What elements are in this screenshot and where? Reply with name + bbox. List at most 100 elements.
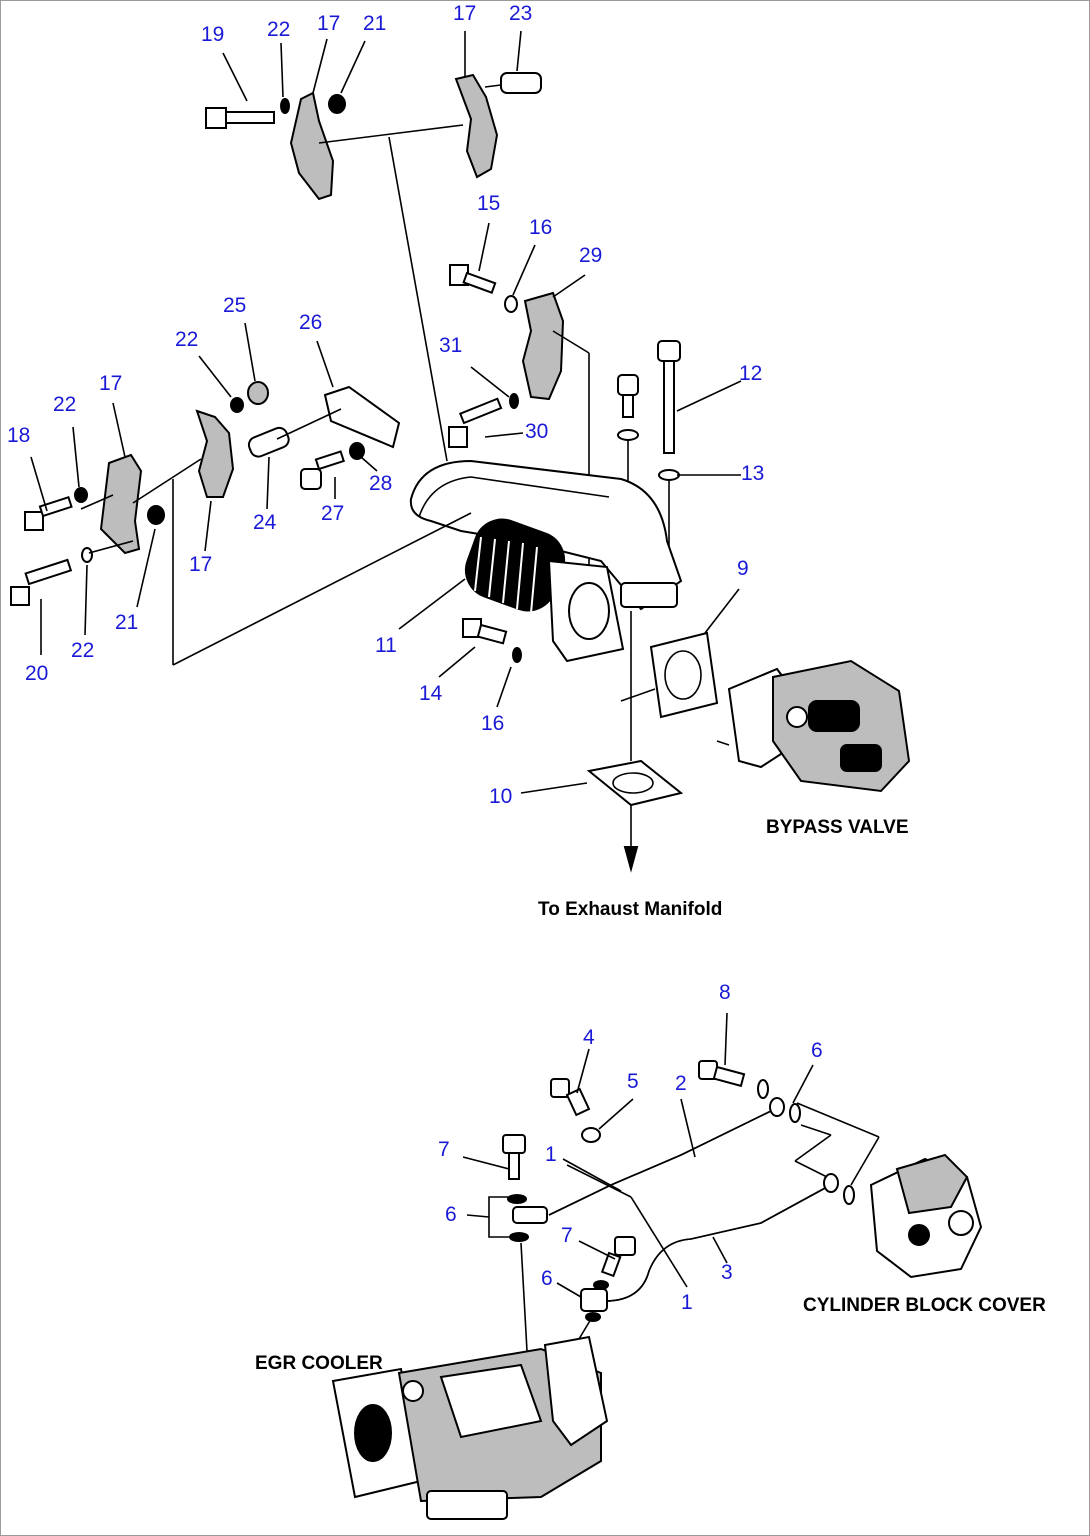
exhaust-arrow-icon — [623, 846, 639, 873]
callout-28: 28 — [369, 472, 392, 495]
callout-6: 6 — [541, 1267, 553, 1290]
callout-numbers: 19 22 17 21 17 23 15 16 29 25 26 22 31 1… — [7, 2, 823, 1314]
part-26-plate — [323, 385, 401, 449]
callout-10: 10 — [489, 785, 512, 808]
part-7-bolt-lower — [600, 1236, 636, 1278]
part-16-washer-lower — [512, 647, 522, 663]
part-14-bolt — [462, 618, 508, 645]
callout-17: 17 — [189, 553, 212, 576]
part-9-gasket — [649, 631, 719, 719]
part-12-long-bolt — [657, 340, 681, 454]
callout-23: 23 — [509, 2, 532, 25]
egr-cooler-body — [331, 1335, 609, 1520]
part-7-bolt-upper — [502, 1134, 526, 1180]
callout-21: 21 — [115, 611, 138, 634]
part-22-washer-left-lower — [81, 547, 93, 563]
callout-22: 22 — [267, 18, 290, 41]
caption-cylinder-block-cover: CYLINDER BLOCK COVER — [803, 1295, 1046, 1316]
part-13-washer — [658, 469, 680, 481]
upper-leader-lines — [30, 30, 742, 794]
callout-5: 5 — [627, 1070, 639, 1093]
callout-22: 22 — [175, 328, 198, 351]
part-6-washer-a — [507, 1194, 527, 1204]
callout-27: 27 — [321, 502, 344, 525]
part-19-bolt — [205, 107, 275, 129]
callout-9: 9 — [737, 557, 749, 580]
fitting-elbow — [512, 1206, 548, 1224]
part-24-spacer — [247, 426, 290, 458]
part-17-clamp-top-left — [289, 91, 335, 201]
caption-egr-cooler: EGR COOLER — [255, 1353, 383, 1374]
callout-16: 16 — [529, 216, 552, 239]
part-17-clamp-top-right — [454, 73, 499, 179]
part-21-nut-left — [147, 505, 165, 525]
callout-6: 6 — [811, 1039, 823, 1062]
part-21-nut-top — [328, 94, 346, 114]
callout-22: 22 — [71, 639, 94, 662]
bracket-6-left — [488, 1196, 509, 1238]
caption-exhaust-manifold: To Exhaust Manifold — [538, 899, 722, 920]
callout-13: 13 — [741, 462, 764, 485]
part-29-bracket — [521, 291, 565, 401]
part-28-nut — [349, 442, 365, 460]
part-17-clamp-left — [99, 453, 143, 555]
lower-leader-lines — [462, 1012, 814, 1298]
part-27-bolt — [300, 450, 345, 490]
callout-24: 24 — [253, 511, 277, 534]
callout-7: 7 — [561, 1224, 573, 1247]
callout-17: 17 — [99, 372, 122, 395]
flange-bolt — [617, 374, 639, 418]
part-23-spacer — [484, 72, 542, 94]
callout-17: 17 — [317, 12, 340, 35]
part-15-bolt — [449, 264, 497, 294]
callout-31: 31 — [439, 334, 462, 357]
callout-29: 29 — [579, 244, 602, 267]
part-17-clamp-mid — [195, 409, 235, 498]
caption-bypass-valve: BYPASS VALVE — [766, 817, 909, 838]
part-22-washer-left-upper — [74, 487, 88, 503]
part-22-washer-mid — [230, 397, 244, 413]
cylinder-block-cover — [869, 1153, 983, 1279]
clamp-link-line — [318, 124, 464, 144]
part-16-washer-top — [504, 295, 518, 313]
part-25-nut — [247, 381, 269, 405]
callout-3: 3 — [721, 1261, 733, 1284]
callout-14: 14 — [419, 682, 443, 705]
part-10-gasket — [586, 759, 684, 807]
part-6-gasket-upper — [757, 1079, 769, 1099]
callout-16: 16 — [481, 712, 504, 735]
callout-22: 22 — [53, 393, 76, 416]
part-8-bolt — [698, 1060, 746, 1088]
callout-1: 1 — [545, 1143, 557, 1166]
part-20-bolt — [10, 558, 73, 606]
callout-7: 7 — [438, 1138, 450, 1161]
part-5-washer — [581, 1127, 601, 1143]
part-11-exhaust-tube — [409, 459, 683, 663]
callout-12: 12 — [739, 362, 762, 385]
callout-1: 1 — [681, 1291, 693, 1314]
callout-30: 30 — [525, 420, 548, 443]
callout-18: 18 — [7, 424, 30, 447]
callout-11: 11 — [375, 634, 397, 657]
callout-20: 20 — [25, 662, 48, 685]
part-18-bolt — [24, 495, 73, 531]
callout-19: 19 — [201, 23, 224, 46]
part-4-bolt — [550, 1078, 591, 1117]
callout-21: 21 — [363, 12, 386, 35]
flange-washer — [617, 429, 639, 441]
callout-17: 17 — [453, 2, 476, 25]
part-31-washer — [509, 393, 519, 409]
part-22-washer-top — [280, 98, 290, 114]
clamp-to-tube-line — [388, 136, 448, 462]
part-30-bolt — [448, 397, 503, 448]
callout-2: 2 — [675, 1072, 687, 1095]
callout-15: 15 — [477, 192, 500, 215]
callout-8: 8 — [719, 981, 731, 1004]
callout-26: 26 — [299, 311, 322, 334]
callout-4: 4 — [583, 1026, 595, 1049]
callout-6: 6 — [445, 1203, 457, 1226]
part-6-washer-b — [593, 1280, 609, 1290]
bypass-valve-body — [727, 659, 911, 793]
